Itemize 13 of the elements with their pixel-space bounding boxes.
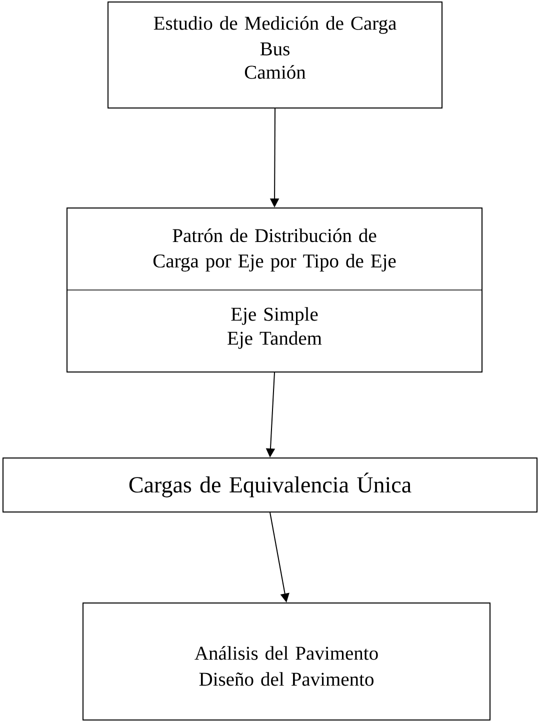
box-text: Cargas de Equivalencia Única: [129, 472, 412, 498]
box-text: Eje Simple: [231, 307, 318, 325]
box-text: Eje Tandem: [228, 331, 322, 349]
box-text: Estudio de Medición de Carga: [154, 16, 396, 34]
box-text: Bus: [260, 42, 290, 56]
box-text: Análisis del Pavimento: [194, 646, 378, 660]
box-text: Camión: [244, 65, 306, 79]
box-text: Patrón de Distribución de Carga por Eje por Tipo de Eje: [153, 228, 396, 272]
box-text: Diseño del Pavimento: [199, 672, 374, 686]
flow-box: [108, 2, 442, 108]
flow-box: [82, 602, 490, 720]
flow-box: [66, 208, 482, 372]
flow-box: [2, 458, 538, 512]
